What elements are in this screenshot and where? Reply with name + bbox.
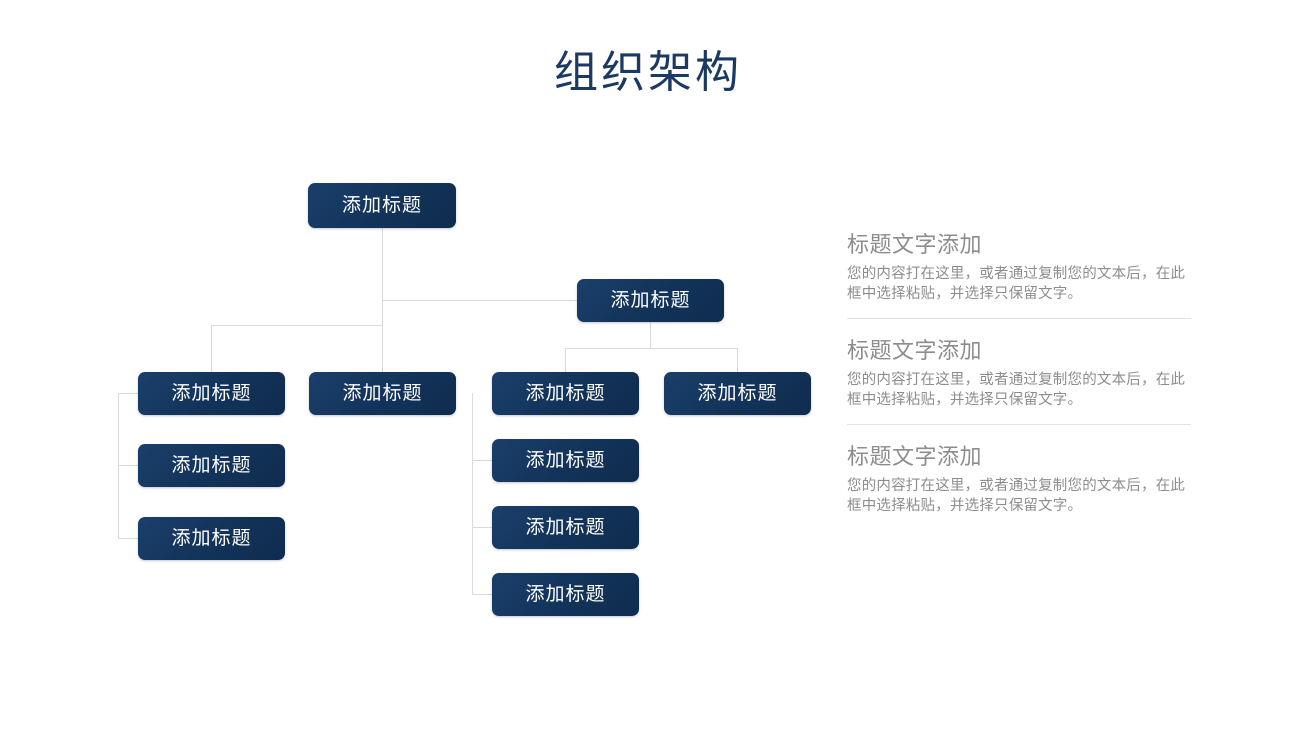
org-node-l4-c2[interactable]: 添加标题	[492, 506, 639, 549]
connector-l2a-stem	[650, 322, 651, 349]
org-node-l3-b[interactable]: 添加标题	[309, 372, 456, 415]
connector-l4-stub-c2	[472, 594, 493, 595]
connector-l4-stub-c1	[472, 527, 493, 528]
text-block: 标题文字添加您的内容打在这里，或者通过复制您的文本后，在此框中选择粘贴，并选择只…	[847, 318, 1191, 424]
text-panel: 标题文字添加您的内容打在这里，或者通过复制您的文本后，在此框中选择粘贴，并选择只…	[847, 228, 1191, 530]
connector-l4-spine-right	[472, 393, 473, 595]
org-node-l4-c3[interactable]: 添加标题	[492, 573, 639, 616]
org-node-l2-a[interactable]: 添加标题	[577, 279, 724, 322]
org-node-l3-c[interactable]: 添加标题	[492, 372, 639, 415]
text-block-body: 您的内容打在这里，或者通过复制您的文本后，在此框中选择粘贴，并选择只保留文字。	[847, 478, 1186, 514]
text-block-heading: 标题文字添加	[847, 444, 983, 469]
text-block-body: 您的内容打在这里，或者通过复制您的文本后，在此框中选择粘贴，并选择只保留文字。	[847, 372, 1186, 408]
connector-l4-stub-c0	[472, 460, 493, 461]
org-node-l3-d[interactable]: 添加标题	[664, 372, 811, 415]
connector-l3-bar-left	[211, 325, 383, 326]
connector-l3-bar-right	[565, 348, 738, 349]
text-block: 标题文字添加您的内容打在这里，或者通过复制您的文本后，在此框中选择粘贴，并选择只…	[847, 424, 1191, 530]
connector-l4-stub-a2	[118, 538, 139, 539]
org-node-l4-c1[interactable]: 添加标题	[492, 439, 639, 482]
org-node-root[interactable]: 添加标题	[308, 183, 456, 228]
connector-root-stem	[382, 228, 383, 325]
org-node-l4-a1[interactable]: 添加标题	[138, 444, 285, 487]
text-block-heading: 标题文字添加	[847, 338, 983, 363]
connector-l4-spine-left	[118, 393, 119, 539]
connector-l4-stub-a0	[118, 393, 139, 394]
connector-l3-drop-b	[382, 325, 383, 372]
page-title: 组织架构	[554, 48, 742, 97]
org-node-l3-a[interactable]: 添加标题	[138, 372, 285, 415]
text-block: 标题文字添加您的内容打在这里，或者通过复制您的文本后，在此框中选择粘贴，并选择只…	[847, 228, 1191, 318]
connector-l3-drop-d	[737, 348, 738, 372]
connector-l3-drop-c	[565, 348, 566, 372]
org-node-l4-a2[interactable]: 添加标题	[138, 517, 285, 560]
connector-l4-stub-a1	[118, 465, 139, 466]
connector-l3-drop-a	[211, 325, 212, 372]
text-block-body: 您的内容打在这里，或者通过复制您的文本后，在此框中选择粘贴，并选择只保留文字。	[847, 266, 1186, 302]
text-block-heading: 标题文字添加	[847, 232, 983, 257]
connector-root-to-l2a	[382, 300, 578, 301]
org-chart: 添加标题添加标题添加标题添加标题添加标题添加标题添加标题添加标题添加标题添加标题…	[118, 183, 811, 616]
